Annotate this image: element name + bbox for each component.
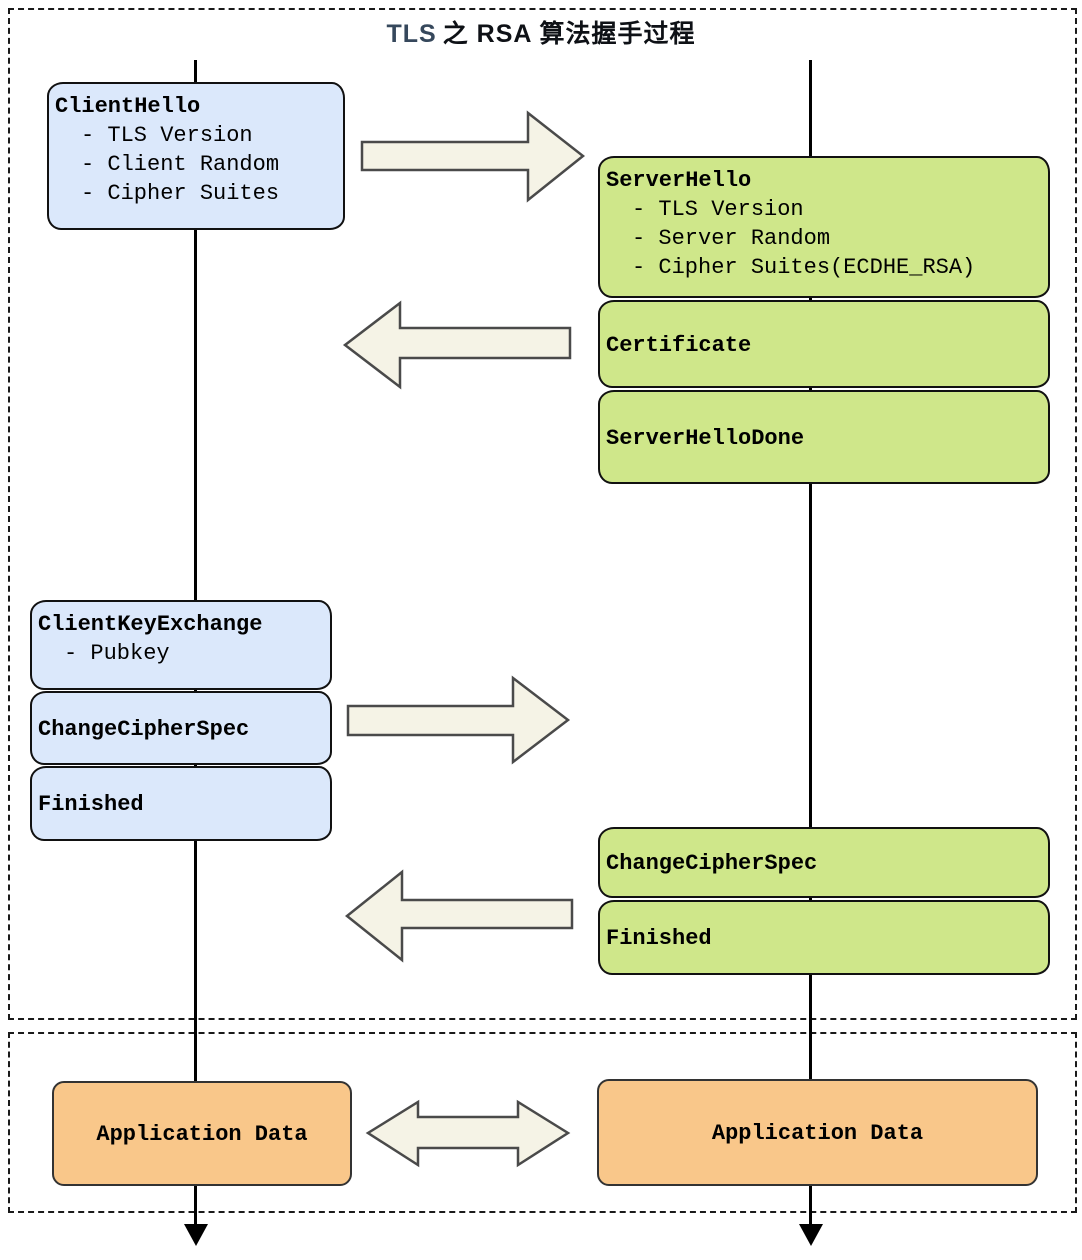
server-application-data-box: Application Data [597, 1079, 1038, 1186]
server-hello-item-server-random: - Server Random [632, 226, 831, 251]
server-finished-label: Finished [606, 926, 712, 951]
server-hello-item-tls-version: - TLS Version [632, 197, 804, 222]
client-hello-item-client-random: - Client Random [81, 152, 280, 177]
server-hello-done-label: ServerHelloDone [606, 425, 805, 451]
server-change-cipher-spec-label: ChangeCipherSpec [606, 851, 818, 876]
client-application-data-label: Application Data [96, 1122, 308, 1147]
client-hello-title: ClientHello [55, 94, 201, 119]
client-application-data-box: Application Data [52, 1081, 352, 1186]
client-key-exchange-title: ClientKeyExchange [38, 612, 263, 637]
server-hello-title: ServerHello [606, 168, 752, 193]
server-lifeline [809, 60, 812, 1226]
server-certificate-box: Certificate [598, 300, 1050, 388]
client-lifeline-arrowhead-icon [184, 1224, 208, 1246]
server-change-cipher-spec-box: ChangeCipherSpec [598, 827, 1050, 898]
page-title-rest: 之 RSA 算法握手过程 [442, 20, 696, 48]
client-hello-item-cipher-suites: - Cipher Suites [81, 181, 280, 206]
client-hello-item-tls-version: - TLS Version [81, 123, 253, 148]
server-lifeline-arrowhead-icon [799, 1224, 823, 1246]
server-application-data-label: Application Data [711, 1121, 924, 1146]
client-change-cipher-spec-label: ChangeCipherSpec [38, 716, 250, 742]
client-hello-box: ClientHello - TLS Version - Client Rando… [47, 82, 345, 230]
client-key-exchange-box: ClientKeyExchange - Pubkey [30, 600, 332, 690]
application-data-phase-frame [8, 1032, 1077, 1213]
client-finished-box: Finished [30, 766, 332, 841]
page-title-prefix: TLS [386, 20, 437, 48]
client-change-cipher-spec-box: ChangeCipherSpec [30, 691, 332, 765]
server-hello-box: ServerHello - TLS Version - Server Rando… [598, 156, 1050, 298]
server-hello-done-box: ServerHelloDone [598, 390, 1050, 484]
server-hello-item-cipher-suites: - Cipher Suites(ECDHE_RSA) [632, 255, 976, 280]
client-key-exchange-item-pubkey: - Pubkey [64, 641, 170, 666]
server-certificate-label: Certificate [606, 332, 752, 358]
handshake-phase-frame [8, 8, 1077, 1020]
server-finished-box: Finished [598, 900, 1050, 975]
client-finished-label: Finished [38, 792, 144, 817]
